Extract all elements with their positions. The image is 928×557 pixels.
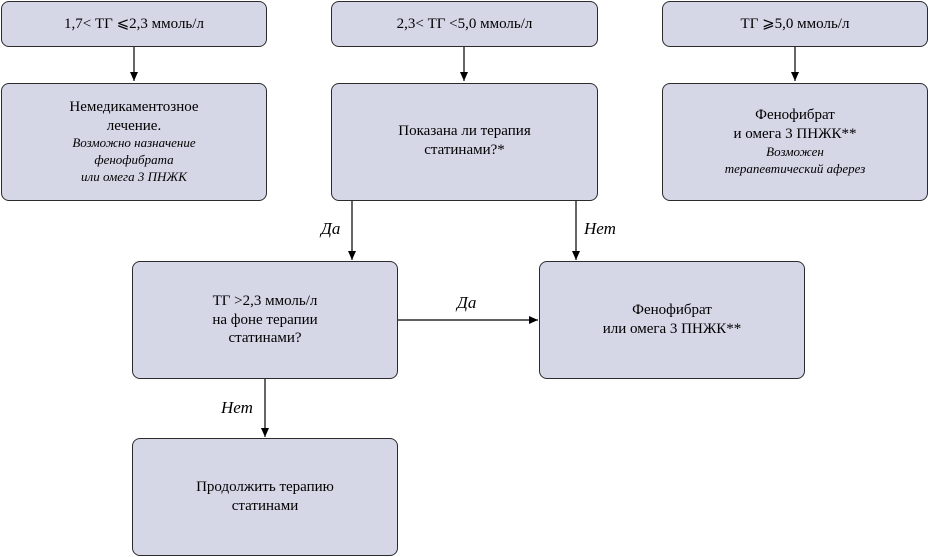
box-nondrug-treatment: Немедикаментозное лечение. Возможно назн… <box>1 83 267 201</box>
header-tg-high-text: ТГ ⩾5,0 ммоль/л <box>740 15 850 32</box>
continue-line1: Продолжить терапию <box>196 479 334 496</box>
box-fenofibrate-high: Фенофибрат и омега 3 ПНЖК** Возможен тер… <box>662 83 928 201</box>
fenofibrate-high-line1: Фенофибрат <box>755 107 835 124</box>
tg-question-line3: статинами? <box>228 330 302 347</box>
label-no-down: Нет <box>221 398 253 417</box>
label-yes-horizontal: Да <box>457 293 477 312</box>
box-statin-indicated-question: Показана ли терапия статинами?* <box>331 83 598 201</box>
nondrug-line2: лечение. <box>106 117 162 134</box>
label-no-right: Нет <box>584 219 616 238</box>
statin-question-line2: статинами?* <box>424 141 505 158</box>
header-tg-mid-text: 2,3< ТГ <5,0 ммоль/л <box>396 15 533 32</box>
fenofibrate-mid-line2: или омега 3 ПНЖК** <box>602 321 742 337</box>
header-tg-low: 1,7< ТГ ⩽2,3 ммоль/л <box>1 1 267 47</box>
fenofibrate-high-note1: Возможен <box>766 143 824 159</box>
nondrug-note2: фенофибрата <box>94 152 174 168</box>
box-tg-on-statin-question: ТГ >2,3 ммоль/л на фоне терапии статинам… <box>132 261 398 379</box>
box-fenofibrate-mid: Фенофибрат или омега 3 ПНЖК** <box>539 261 805 379</box>
label-yes-left: Да <box>321 219 341 238</box>
box-continue-statins: Продолжить терапию статинами <box>132 438 398 556</box>
tg-question-line2: на фоне терапии <box>212 311 318 328</box>
nondrug-note1: Возможно назначение <box>72 135 196 151</box>
header-tg-high: ТГ ⩾5,0 ммоль/л <box>662 1 928 47</box>
continue-line2: статинами <box>231 498 299 514</box>
nondrug-line1: Немедикаментозное <box>69 98 199 115</box>
tg-question-line1: ТГ >2,3 ммоль/л <box>212 292 318 309</box>
header-tg-low-text: 1,7< ТГ ⩽2,3 ммоль/л <box>64 15 204 32</box>
fenofibrate-high-line2: и омега 3 ПНЖК** <box>733 126 857 143</box>
nondrug-note3: или омега 3 ПНЖК <box>81 169 187 185</box>
fenofibrate-mid-line1: Фенофибрат <box>632 302 712 319</box>
fenofibrate-high-note2: терапевтический аферез <box>724 160 866 176</box>
header-tg-mid: 2,3< ТГ <5,0 ммоль/л <box>331 1 598 47</box>
statin-question-line1: Показана ли терапия <box>398 123 531 139</box>
